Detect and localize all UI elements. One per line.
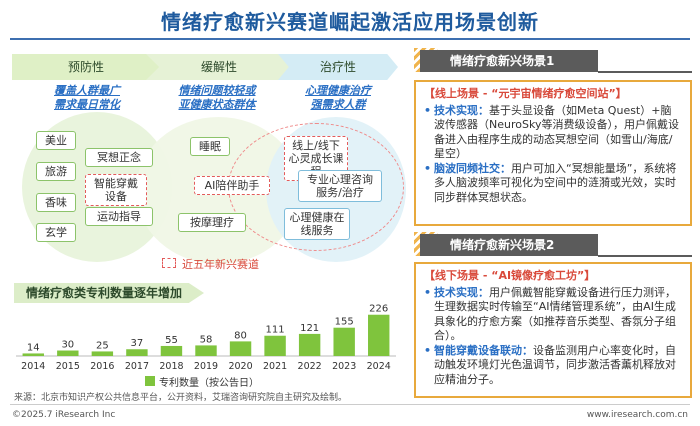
scene2-item-wearable: 智能穿戴设备联动：设备监测用户心率变化时，自动触发环境灯光色温调节，同步激活香薰… xyxy=(424,344,682,388)
scene2-item-wearable-label: 智能穿戴设备联动： xyxy=(434,343,533,357)
title-divider xyxy=(10,38,690,40)
chart-value-label-2018: 55 xyxy=(165,335,178,346)
chart-bar-2022 xyxy=(298,333,321,356)
tag-scent: 香味 xyxy=(36,193,76,212)
tag-ai-companion: AI陪伴助手 xyxy=(194,176,270,195)
scene2-item-wearable-text: 设备监测用户心率变化时，自动触发环境灯光色温调节，同步激活香薰机释放对应精油分子… xyxy=(434,343,676,386)
chart-bar-2018 xyxy=(160,345,183,356)
chart-value-label-2021: 111 xyxy=(266,325,285,336)
tag-massage: 按摩理疗 xyxy=(178,213,246,232)
source-note: 来源：北京市知识产权公共信息平台，公开资料，艾瑞咨询研究院自主研究及绘制。 xyxy=(14,393,348,403)
chart-tick-label-2017: 2017 xyxy=(125,361,149,372)
legend-new-track-label: 近五年新兴赛道 xyxy=(182,258,259,271)
chart-bar-2021 xyxy=(264,335,286,356)
stage-relief-subtitle-line1: 情绪问题较轻或 xyxy=(178,84,256,97)
scene1-box: 【线上场景 - “元宇宙情绪疗愈空间站”】 技术实现：基于头显设备（如Meta … xyxy=(414,80,692,226)
chart-value-label-2019: 58 xyxy=(200,334,213,345)
stage-relief: 缓解性 xyxy=(146,54,292,80)
stage-therapy-subtitle-line1: 心理健康治疗 xyxy=(305,84,371,97)
chart-tick-label-2022: 2022 xyxy=(298,361,322,372)
tag-wearable: 智能穿戴设备 xyxy=(85,174,147,206)
chart-value-label-2017: 37 xyxy=(131,338,144,349)
chart-legend-swatch xyxy=(145,376,155,386)
chart-bar-2016 xyxy=(91,351,114,356)
scene1-item-social-text: 用户可加入“冥想能量场”，系统将多人脑波频率可视化为空间中的涟漪或光效，实时同步… xyxy=(434,161,677,204)
chart-value-label-2022: 121 xyxy=(300,323,319,334)
footer-copyright: ©2025.7 iResearch Inc xyxy=(12,410,116,420)
page-title: 情绪疗愈新兴赛道崛起激活应用场景创新 xyxy=(161,10,539,34)
chart-bar-2023 xyxy=(333,327,355,356)
scene1-header-line xyxy=(598,71,692,73)
chart-value-label-2020: 80 xyxy=(234,330,247,341)
chart-tick-label-2015: 2015 xyxy=(56,361,80,372)
scene2-item-tech-label: 技术实现： xyxy=(434,285,489,299)
tag-consult: 专业心理咨询服务/治疗 xyxy=(298,170,382,202)
tag-meditation: 冥想正念 xyxy=(85,148,153,167)
tag-travel: 旅游 xyxy=(36,162,76,181)
scene1-item-tech: 技术实现：基于头显设备（如Meta Quest）+脑波传感器（NeuroSky等… xyxy=(424,104,682,162)
scene1-header-label: 情绪疗愈新兴场景1 xyxy=(420,50,598,72)
chart-tick-label-2016: 2016 xyxy=(90,361,114,372)
scene1-header: 情绪疗愈新兴场景1 xyxy=(414,48,692,73)
chart-value-label-2016: 25 xyxy=(96,340,109,351)
scene2-header-label: 情绪疗愈新兴场景2 xyxy=(420,234,598,256)
scene1-item-tech-label: 技术实现： xyxy=(434,103,489,117)
chart-bar-2017 xyxy=(126,349,148,356)
chart-value-label-2015: 30 xyxy=(61,340,74,351)
chart-banner: 情绪疗愈类专利数量逐年增加 xyxy=(14,283,204,303)
stage-relief-subtitle: 情绪问题较轻或 亚健康状态群体 xyxy=(152,84,282,112)
chart-bar-2014 xyxy=(22,353,44,356)
chart-bar-2020 xyxy=(229,341,252,356)
chart-legend-label: 专利数量（按公告日） xyxy=(159,378,259,389)
chart-bar-2019 xyxy=(195,345,217,356)
tag-mental-online: 心理健康在线服务 xyxy=(284,208,350,240)
scene2-header: 情绪疗愈新兴场景2 xyxy=(414,232,692,257)
footer-url: www.iresearch.com.cn xyxy=(586,410,688,420)
stage-preventive: 预防性 xyxy=(12,54,160,80)
scene1-item-tech-text: 基于头显设备（如Meta Quest）+脑波传感器（NeuroSky等消费级设备… xyxy=(434,103,679,161)
patent-bar-chart: 14 2014 30 2015 25 2016 37 2017 55 2018 58 2019 80 20… xyxy=(16,304,396,372)
chart-value-label-2024: 226 xyxy=(369,304,388,315)
chart-bar-2015 xyxy=(57,350,79,356)
chart-tick-label-2021: 2021 xyxy=(263,361,287,372)
chart-tick-label-2019: 2019 xyxy=(194,361,218,372)
chart-tick-label-2014: 2014 xyxy=(21,361,45,372)
stage-preventive-subtitle-line1: 覆盖人群最广 xyxy=(54,84,120,97)
tag-sleep: 睡眠 xyxy=(190,137,230,156)
scene2-item-tech-text: 用户佩戴智能穿戴设备进行压力测评，生理数据实时传输至“AI情绪管理系统”，由AI… xyxy=(434,285,676,343)
scene2-box: 【线下场景 - “AI镜像疗愈工坊”】 技术实现：用户佩戴智能穿戴设备进行压力测… xyxy=(414,262,692,398)
chart-bar-2024 xyxy=(368,314,390,356)
scene2-item-tech: 技术实现：用户佩戴智能穿戴设备进行压力测评，生理数据实时传输至“AI情绪管理系统… xyxy=(424,286,682,344)
scene2-header-line xyxy=(598,255,692,257)
tag-beauty: 美业 xyxy=(36,131,76,150)
scene1-item-social-label: 脑波同频社交： xyxy=(434,161,511,175)
chart-tick-label-2020: 2020 xyxy=(228,361,252,372)
scene1-title: 【线上场景 - “元宇宙情绪疗愈空间站”】 xyxy=(424,87,627,100)
stage-relief-subtitle-line2: 亚健康状态群体 xyxy=(178,98,256,111)
chart-tick-label-2018: 2018 xyxy=(159,361,183,372)
stage-therapy-subtitle-line2: 强需求人群 xyxy=(310,98,366,111)
chart-tick-label-2023: 2023 xyxy=(332,361,356,372)
tag-sport: 运动指导 xyxy=(85,207,153,226)
chart-tick-label-2024: 2024 xyxy=(367,361,391,372)
footer-divider xyxy=(10,404,690,405)
stage-therapy-subtitle: 心理健康治疗 强需求人群 xyxy=(282,84,394,112)
stage-preventive-subtitle: 覆盖人群最广 需求最日常化 xyxy=(22,84,152,112)
legend-new-track-marker xyxy=(162,258,176,268)
scene2-title: 【线下场景 - “AI镜像疗愈工坊”】 xyxy=(424,269,596,282)
chart-value-label-2014: 14 xyxy=(27,342,40,353)
scene1-item-social: 脑波同频社交：用户可加入“冥想能量场”，系统将多人脑波频率可视化为空间中的涟漪或… xyxy=(424,162,682,206)
chart-value-label-2023: 155 xyxy=(335,317,354,328)
stage-therapy: 治疗性 xyxy=(278,54,398,80)
stage-preventive-subtitle-line2: 需求最日常化 xyxy=(54,98,120,111)
tag-metaphysics: 玄学 xyxy=(36,223,76,242)
